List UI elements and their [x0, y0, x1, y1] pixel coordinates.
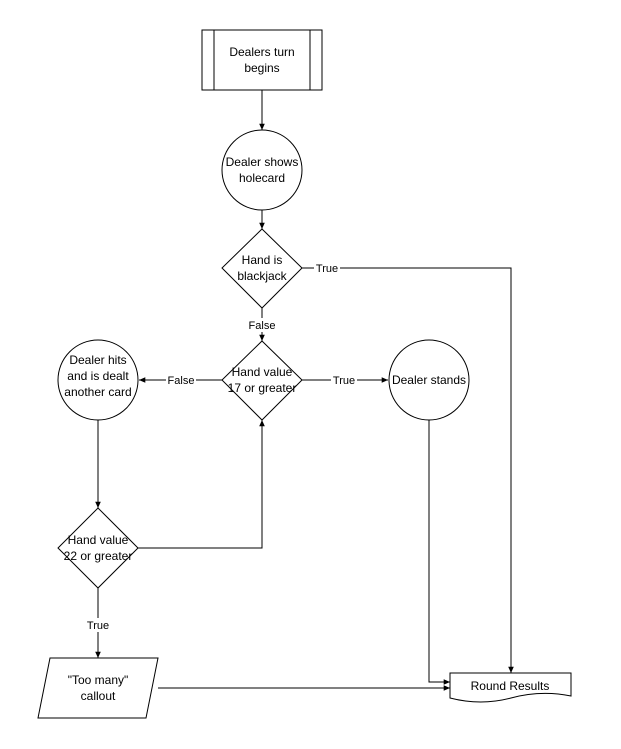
node-start-line-2: begins	[244, 61, 279, 75]
label-blackjack-true: True	[314, 261, 340, 275]
edge-hand22-back-to-hand17	[138, 420, 265, 549]
label-blackjack-true-text: True	[316, 263, 338, 275]
node-start-line-1: Dealers turn	[229, 45, 294, 59]
edge-blackjack-true-to-results	[302, 267, 514, 673]
label-hand17-true-text: True	[333, 375, 355, 387]
parallelogram-shape	[37, 657, 159, 719]
node-hand17-decision: Hand value 17 or greater	[221, 340, 303, 421]
node-dealer-stands: Dealer stands	[388, 339, 470, 421]
diamond-shape	[57, 507, 139, 589]
circle-shape	[221, 129, 303, 211]
node-hand22-line-2: 22 or greater	[64, 549, 133, 563]
node-round-results: Round Results	[449, 672, 572, 703]
document-shape	[449, 672, 572, 703]
node-round-results-line-1: Round Results	[471, 679, 550, 693]
node-hand22-decision: Hand value 22 or greater	[57, 507, 139, 589]
node-dealer-stands-line-1: Dealer stands	[392, 373, 466, 387]
label-hand17-false: False	[166, 373, 196, 387]
node-blackjack-line-1: Hand is	[242, 253, 283, 267]
node-dealer-hits: Dealer hits and is dealt another card	[57, 339, 139, 421]
diamond-shape	[221, 228, 303, 309]
node-blackjack-line-2: blackjack	[237, 269, 287, 283]
label-blackjack-false: False	[247, 318, 277, 332]
node-hand17-line-1: Hand value	[232, 365, 293, 379]
node-callout-line-2: callout	[81, 689, 116, 703]
edge-stands-to-results	[428, 420, 450, 685]
node-shows-holecard-line-2: holecard	[239, 171, 285, 185]
process-box-shape	[201, 29, 323, 91]
edge-labels: True False False True True	[85, 261, 357, 632]
node-too-many-callout: "Too many" callout	[37, 657, 159, 719]
circle-shape	[57, 339, 139, 421]
node-dealer-hits-line-2: and is dealt	[67, 369, 129, 383]
label-hand17-true: True	[331, 373, 357, 387]
node-shows-holecard-line-1: Dealer shows	[226, 155, 299, 169]
label-hand17-false-text: False	[168, 375, 195, 387]
label-hand22-true-text: True	[87, 620, 109, 632]
node-callout-line-1: "Too many"	[68, 673, 129, 687]
node-hand17-line-2: 17 or greater	[228, 381, 297, 395]
node-blackjack-decision: Hand is blackjack	[221, 228, 303, 309]
node-dealer-hits-line-3: another card	[64, 385, 131, 399]
diamond-shape	[221, 340, 303, 421]
label-hand22-true: True	[85, 618, 111, 632]
label-blackjack-false-text: False	[249, 320, 276, 332]
node-start: Dealers turn begins	[201, 29, 323, 91]
node-shows-holecard: Dealer shows holecard	[221, 129, 303, 211]
node-dealer-hits-line-1: Dealer hits	[69, 353, 126, 367]
circle-shape	[388, 339, 470, 421]
node-hand22-line-1: Hand value	[68, 533, 129, 547]
